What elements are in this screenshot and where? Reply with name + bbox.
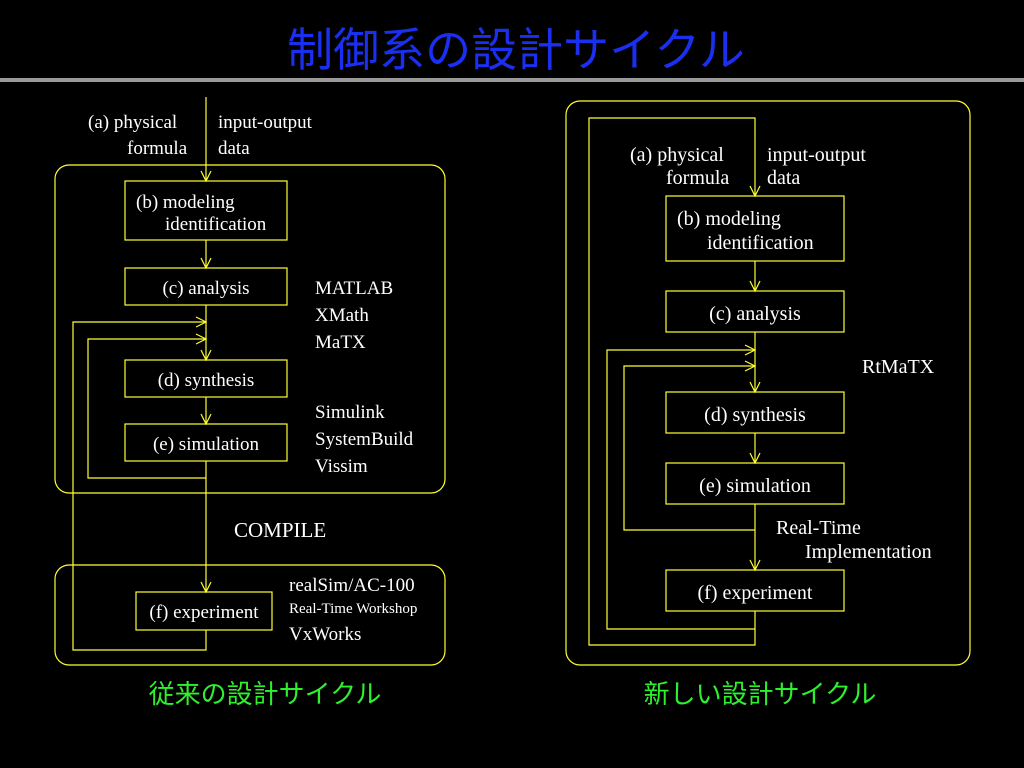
right-box-analysis-label: (c) analysis xyxy=(709,303,801,325)
left-box-experiment xyxy=(135,591,273,631)
left-arrowhead xyxy=(200,349,212,362)
right-frame xyxy=(565,100,971,666)
left-experiment-frame xyxy=(54,564,446,666)
right-diagram xyxy=(565,100,971,666)
left-input-formula: formula xyxy=(127,138,188,159)
right-arrowhead xyxy=(744,360,757,372)
right-caption: 新しい設計サイクル xyxy=(644,680,877,710)
right-box-experiment-label: (f) experiment xyxy=(698,582,813,604)
right-feedback-inner xyxy=(623,365,755,531)
left-tool-rt-2: Real-Time Workshop xyxy=(289,601,417,617)
left-input-io: input-output xyxy=(218,112,313,133)
left-design-frame xyxy=(54,164,446,494)
left-arrowhead xyxy=(195,333,208,345)
right-arrowhead xyxy=(749,280,761,293)
left-arrowhead xyxy=(200,581,212,594)
right-box-modeling-label-1: (b) modeling xyxy=(677,208,781,230)
right-arrowhead xyxy=(749,559,761,572)
right-arrowhead xyxy=(749,452,761,465)
left-box-experiment-label: (f) experiment xyxy=(149,602,259,623)
left-compile-label: COMPILE xyxy=(234,518,326,542)
right-input-formula: formula xyxy=(666,167,729,189)
left-tool-sim-2: SystemBuild xyxy=(315,429,414,450)
right-arrowhead xyxy=(744,344,757,356)
left-tool-rt-1: realSim/AC-100 xyxy=(289,575,415,596)
right-tool-rtmatx: RtMaTX xyxy=(862,356,935,378)
right-box-synthesis-label: (d) synthesis xyxy=(704,404,806,426)
left-box-modeling-label-1: (b) modeling xyxy=(136,192,235,213)
left-tool-analysis-1: MATLAB xyxy=(315,278,393,299)
right-feedback-middle xyxy=(606,349,756,630)
left-tool-rt-3: VxWorks xyxy=(289,624,361,645)
title-rule xyxy=(0,78,1024,82)
right-feedback-outer xyxy=(588,117,756,646)
right-input-data: data xyxy=(767,167,800,189)
left-feedback-inner xyxy=(87,338,206,479)
right-arrowhead xyxy=(749,381,761,394)
left-tool-analysis-3: MaTX xyxy=(315,332,366,353)
right-box-simulation-label: (e) simulation xyxy=(699,475,811,497)
left-input-data: data xyxy=(218,138,250,159)
right-box-modeling-label-2: identification xyxy=(707,232,814,254)
left-tool-sim-1: Simulink xyxy=(315,402,385,423)
right-labels: (a) physical formula input-output data (… xyxy=(630,144,935,604)
left-tool-analysis-2: XMath xyxy=(315,305,369,326)
page-title: 制御系の設計サイクル xyxy=(287,23,745,77)
left-arrowhead xyxy=(200,170,212,183)
left-arrowhead xyxy=(195,316,208,328)
left-feedback-outer xyxy=(72,321,207,651)
left-tool-sim-3: Vissim xyxy=(315,456,368,477)
right-rt-label-2: Implementation xyxy=(805,541,932,563)
left-diagram xyxy=(54,97,446,666)
left-box-analysis-label: (c) analysis xyxy=(162,278,249,299)
left-box-synthesis-label: (d) synthesis xyxy=(158,370,255,391)
left-caption: 従来の設計サイクル xyxy=(149,680,382,710)
right-rt-label-1: Real-Time xyxy=(776,517,861,539)
left-arrowhead xyxy=(200,257,212,270)
right-input-io: input-output xyxy=(767,144,866,166)
right-input-physical: (a) physical xyxy=(630,144,724,166)
left-input-physical: (a) physical xyxy=(88,112,177,133)
left-box-simulation-label: (e) simulation xyxy=(153,434,260,455)
right-arrowhead xyxy=(749,185,761,198)
left-arrowhead xyxy=(200,413,212,426)
left-box-modeling-label-2: identification xyxy=(165,214,267,235)
left-labels: (a) physical formula input-output data (… xyxy=(88,112,417,645)
